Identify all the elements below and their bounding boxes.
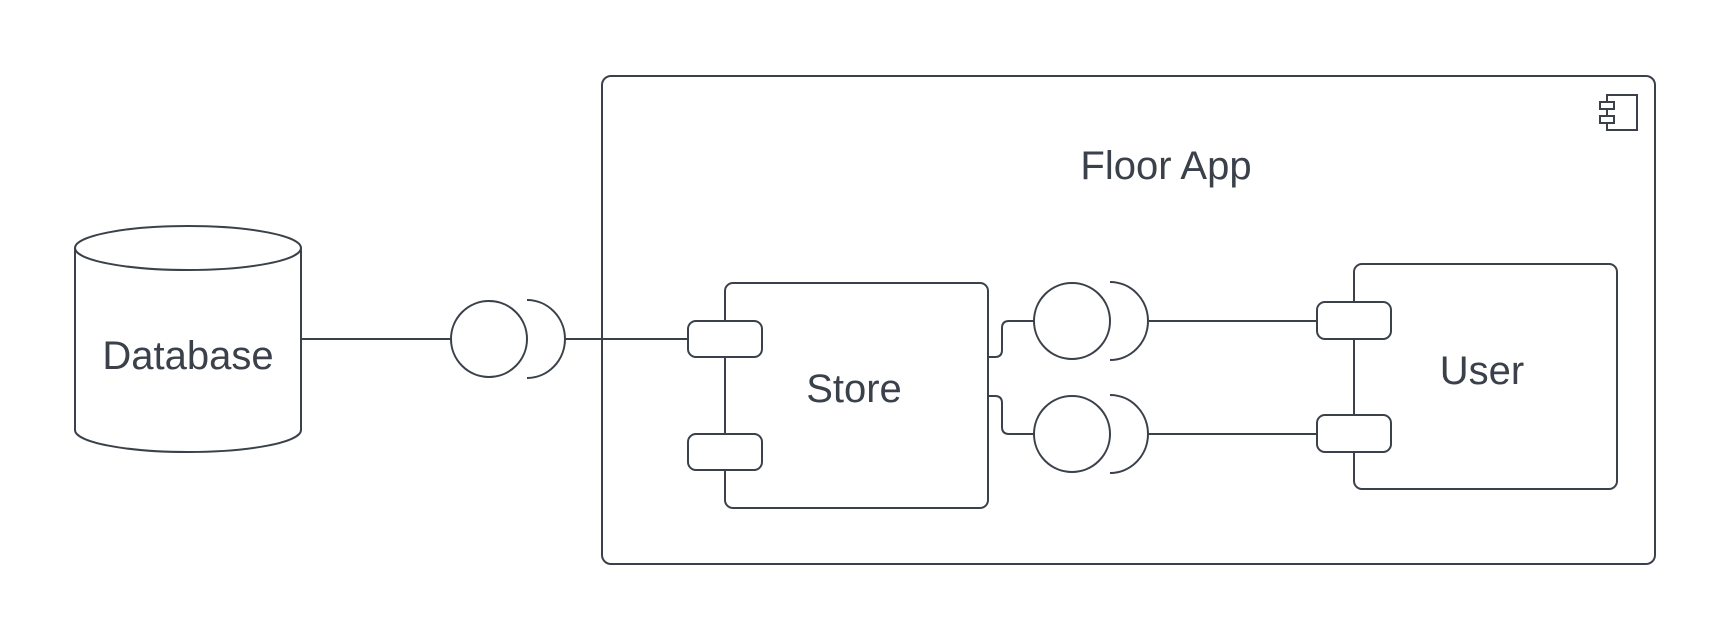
user-port-top	[1316, 301, 1392, 340]
connector-store-to-bottom-ball	[988, 395, 1034, 435]
floor-app-label: Floor App	[1080, 144, 1251, 188]
user-component[interactable]: User	[1316, 263, 1618, 490]
required-interface-socket	[526, 299, 566, 379]
user-box	[1353, 263, 1618, 490]
user-port-bottom	[1316, 414, 1392, 453]
user-label: User	[1440, 349, 1524, 393]
store-port-bottom	[687, 433, 763, 471]
connector-store-to-top-ball	[988, 320, 1034, 358]
interface-database-store	[450, 299, 566, 379]
interface-store-user-bottom	[1033, 394, 1149, 474]
database-label: Database	[102, 334, 273, 378]
store-label: Store	[806, 367, 902, 411]
store-port-top	[687, 320, 763, 358]
database-cylinder-body	[74, 248, 302, 453]
store-component[interactable]: Store	[687, 282, 989, 509]
interface-store-user-top	[1033, 281, 1149, 361]
database-node[interactable]: Database	[74, 225, 302, 453]
database-cylinder-top	[74, 225, 302, 271]
component-icon	[1599, 94, 1638, 131]
provided-interface-ball-top	[1033, 282, 1111, 360]
provided-interface-ball-bottom	[1033, 395, 1111, 473]
provided-interface-ball	[450, 300, 528, 378]
